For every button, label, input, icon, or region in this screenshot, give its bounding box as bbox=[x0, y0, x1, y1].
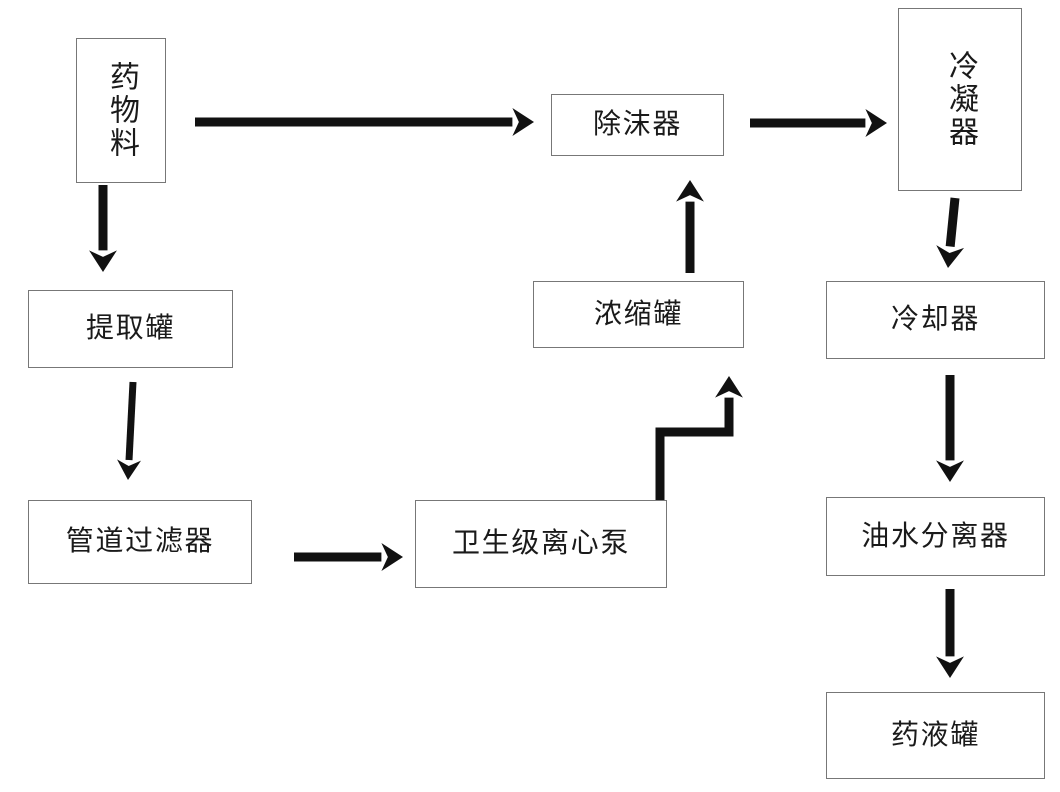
node-oil-water-separator[interactable]: 油水分离器 bbox=[826, 497, 1045, 576]
node-label-oil-water-separator: 油水分离器 bbox=[861, 520, 1010, 552]
node-drug-material[interactable]: 药物料 bbox=[76, 38, 166, 183]
arrow-head-icon bbox=[676, 180, 704, 202]
node-label-condenser: 冷凝器 bbox=[944, 50, 977, 149]
node-extraction-tank[interactable]: 提取罐 bbox=[28, 290, 233, 368]
arrow-head-icon bbox=[936, 245, 965, 268]
node-concentration-tank[interactable]: 浓缩罐 bbox=[533, 281, 744, 348]
node-liquid-medicine-tank[interactable]: 药液罐 bbox=[826, 692, 1045, 779]
node-label-sanitary-centrifugal-pump: 卫生级离心泵 bbox=[451, 528, 631, 560]
arrow-head-icon bbox=[117, 459, 142, 480]
connector-pipeline-filter-to-pump bbox=[294, 543, 403, 571]
node-condenser[interactable]: 冷凝器 bbox=[898, 8, 1022, 191]
connector-drug-material-to-extraction-tank bbox=[89, 185, 117, 272]
connector-defoamer-to-condenser bbox=[750, 109, 887, 137]
arrow-head-icon bbox=[89, 250, 117, 272]
connector-line bbox=[945, 197, 960, 247]
node-label-liquid-medicine-tank: 药液罐 bbox=[890, 719, 981, 751]
node-sanitary-centrifugal-pump[interactable]: 卫生级离心泵 bbox=[415, 500, 667, 588]
node-defoamer[interactable]: 除沫器 bbox=[551, 94, 724, 156]
arrow-head-icon bbox=[936, 460, 964, 482]
node-pipeline-filter[interactable]: 管道过滤器 bbox=[28, 500, 252, 584]
arrow-head-icon bbox=[936, 656, 964, 678]
connector-line bbox=[125, 381, 137, 461]
connector-oil-water-separator-to-liquid-medicine-tank bbox=[936, 589, 964, 678]
arrow-head-icon bbox=[381, 543, 403, 571]
connector-extraction-tank-to-pipeline-filter bbox=[117, 381, 142, 480]
node-label-drug-material: 药物料 bbox=[105, 61, 138, 160]
arrow-head-icon bbox=[512, 108, 534, 136]
connector-pump-to-concentration-tank bbox=[655, 376, 743, 502]
node-label-pipeline-filter: 管道过滤器 bbox=[65, 526, 215, 558]
node-label-defoamer: 除沫器 bbox=[592, 109, 683, 141]
connector-drug-material-to-defoamer bbox=[195, 108, 534, 136]
arrow-head-icon bbox=[715, 376, 743, 398]
connector-line bbox=[655, 397, 734, 502]
node-label-cooler: 冷却器 bbox=[890, 304, 981, 336]
connector-cooler-to-oil-water-separator bbox=[936, 375, 964, 482]
connector-concentration-tank-to-defoamer bbox=[676, 180, 704, 273]
node-label-extraction-tank: 提取罐 bbox=[85, 313, 176, 345]
node-label-concentration-tank: 浓缩罐 bbox=[593, 298, 684, 330]
node-cooler[interactable]: 冷却器 bbox=[826, 281, 1045, 359]
connector-condenser-to-cooler bbox=[936, 197, 965, 268]
arrow-head-icon bbox=[865, 109, 887, 137]
